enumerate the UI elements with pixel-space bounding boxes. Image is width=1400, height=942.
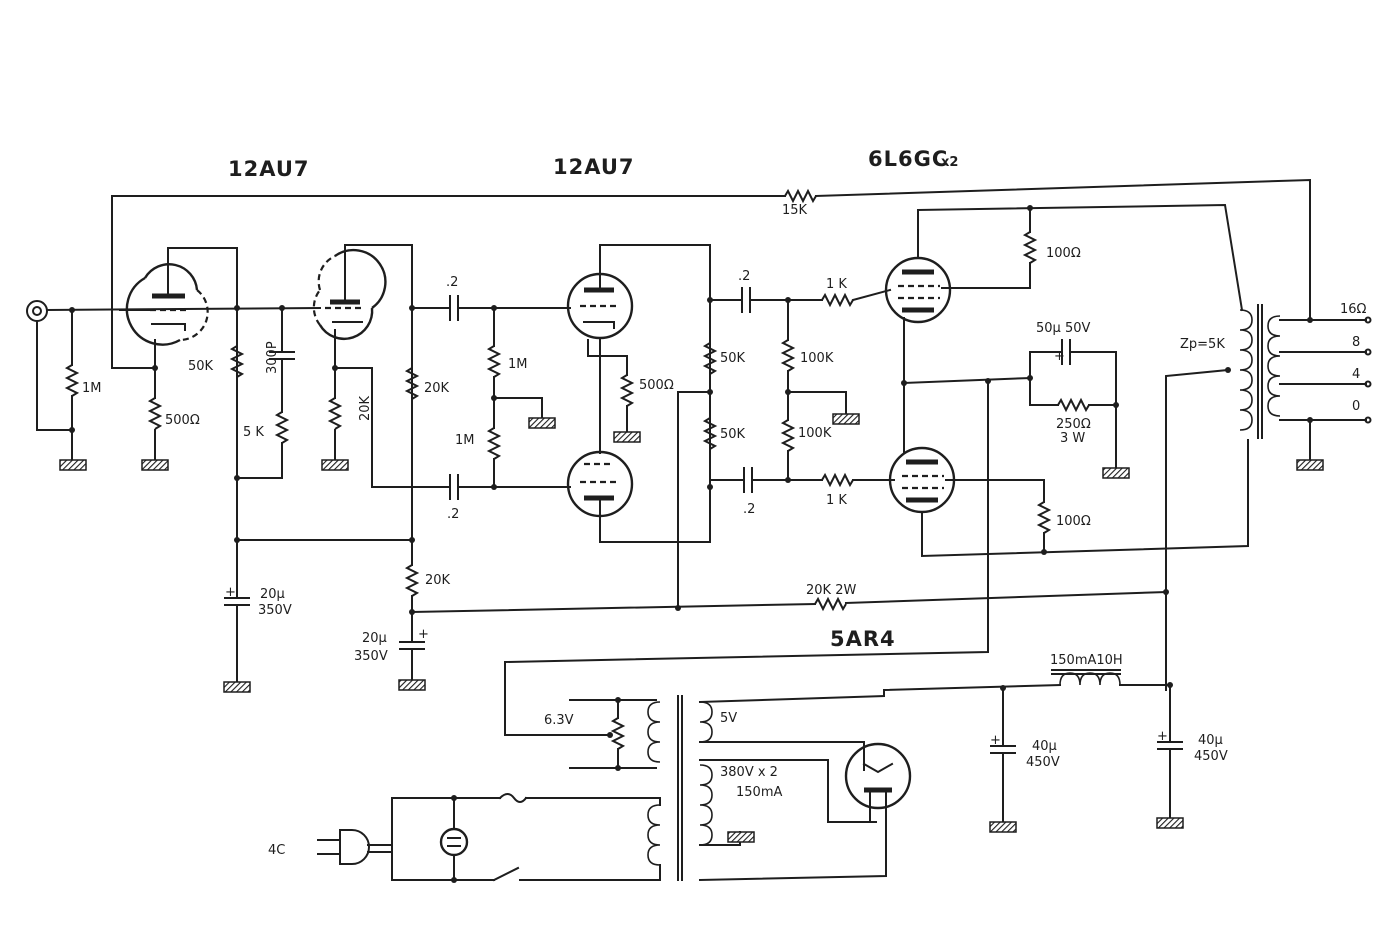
- r-grid-a-label: 1M: [508, 357, 528, 372]
- c-filter2-value: 20μ: [362, 631, 387, 646]
- choke: [1051, 669, 1121, 686]
- impedance-label: Zp=5K: [1180, 337, 1225, 352]
- r-pi-load-a-label: 50K: [720, 351, 746, 366]
- mains-label: 4C: [268, 843, 285, 858]
- c-shunt-label: 300P: [265, 341, 280, 374]
- ht-secondary-label: 380V x 2: [720, 765, 778, 780]
- r-cathode2-label: 20K: [358, 395, 373, 421]
- tube-output-b: [888, 446, 956, 514]
- tube-label-output-type: 6L6GC: [868, 147, 948, 171]
- tube-label-v2: 12AU7: [553, 155, 635, 179]
- tube-v1a: [125, 247, 209, 346]
- ground-filter1: [223, 681, 251, 693]
- ground-bias: [832, 413, 860, 425]
- ground-grid: [528, 417, 556, 429]
- tap-8-label: 8: [1352, 335, 1360, 350]
- r-grid-stop-b-label: 1 K: [826, 493, 847, 508]
- r-feedback-label: 15K: [782, 203, 808, 218]
- tube-v2a: [566, 244, 634, 340]
- r-cathode-out-label: 250Ω: [1056, 417, 1091, 432]
- input-resistor: 1M: [64, 309, 102, 461]
- tube-v1b: [312, 244, 387, 341]
- tube-label-output: 6L6GC x2: [868, 147, 958, 171]
- ground-ht-ct: [727, 831, 755, 843]
- tube-output-a: [884, 209, 952, 324]
- c-filter1-value: 20μ: [260, 587, 285, 602]
- output-transformer: [1165, 304, 1281, 691]
- r-bias-b-label: 100K: [798, 426, 832, 441]
- r-shunt-label: 5 K: [243, 425, 264, 440]
- r-pi-cathode-label: 500Ω: [639, 378, 674, 393]
- ground-res1: [989, 821, 1017, 833]
- r-pi-load-b-label: 50K: [720, 427, 746, 442]
- ground-res2: [1156, 817, 1184, 829]
- c-res2-voltage: 450V: [1194, 749, 1228, 764]
- ground-filter2: [398, 679, 426, 691]
- power-transformer: [647, 695, 713, 881]
- tube-rectifier: [844, 742, 912, 833]
- choke-label: 150mA10H: [1050, 653, 1123, 668]
- heater-winding: 6.3V: [544, 697, 657, 771]
- r-input-label: 1M: [82, 381, 102, 396]
- tap-4-label: 4: [1352, 367, 1360, 382]
- ground-cathode1: [141, 459, 169, 471]
- ht-current-label: 150mA: [736, 785, 782, 800]
- svg-text:+: +: [1157, 729, 1168, 744]
- svg-text:+: +: [990, 733, 1001, 748]
- c-filter2-voltage: 350V: [354, 649, 388, 664]
- c-res2-value: 40μ: [1198, 733, 1223, 748]
- tap-0-label: 0: [1352, 399, 1360, 414]
- r-screen-b-label: 100Ω: [1056, 514, 1091, 529]
- c-couple-b-label: .2: [447, 507, 459, 522]
- rect-heater-label: 5V: [720, 711, 737, 726]
- filter-cap-1: + 20μ 350V: [224, 539, 292, 683]
- r-dropping-label: 20K 2W: [806, 583, 856, 598]
- c-couple-a-label: .2: [446, 275, 458, 290]
- c-filter1-voltage: 350V: [258, 603, 292, 618]
- r-screen-a-label: 100Ω: [1046, 246, 1081, 261]
- neon-lamp: [439, 797, 469, 881]
- c-out-a-label: .2: [738, 269, 750, 284]
- reservoir-cap-1: + 40μ 450V: [990, 687, 1060, 823]
- c-cathode-label: 50μ 50V: [1036, 321, 1090, 336]
- reservoir-cap-2: + 40μ 450V: [1157, 684, 1228, 819]
- tube-label-v1: 12AU7: [228, 157, 310, 181]
- r-bias-a-label: 100K: [800, 351, 834, 366]
- r-grid-b-label: 1M: [455, 433, 475, 448]
- filter-cap-2: + 20μ 350V: [354, 627, 429, 681]
- feedback-loop: 15K: [111, 178, 1311, 369]
- heater-label: 6.3V: [544, 713, 574, 728]
- ground-cathode-out: [1102, 467, 1130, 479]
- r-decouple-label: 20K: [425, 573, 451, 588]
- mains-plug: [317, 829, 393, 865]
- r-plate2-label: 20K: [424, 381, 450, 396]
- c-out-b-label: .2: [743, 502, 755, 517]
- r-cathode1-label: 500Ω: [165, 413, 200, 428]
- svg-text:+: +: [418, 627, 429, 642]
- ground-cathode2: [321, 459, 349, 471]
- c-res1-voltage: 450V: [1026, 755, 1060, 770]
- ground-output: [1296, 459, 1324, 471]
- r-cathode-out-w-label: 3 W: [1060, 431, 1085, 446]
- r-grid-stop-a-label: 1 K: [826, 277, 847, 292]
- tap-16-label: 16Ω: [1340, 302, 1367, 317]
- tube-label-output-qty: x2: [941, 155, 958, 170]
- svg-text:+: +: [225, 585, 236, 600]
- r-plate1-label: 50K: [188, 359, 214, 374]
- c-res1-value: 40μ: [1032, 739, 1057, 754]
- svg-text:+: +: [1054, 349, 1065, 364]
- tube-label-rectifier: 5AR4: [830, 627, 896, 651]
- ground-input: [59, 459, 87, 471]
- ground-pi-cathode: [613, 431, 641, 443]
